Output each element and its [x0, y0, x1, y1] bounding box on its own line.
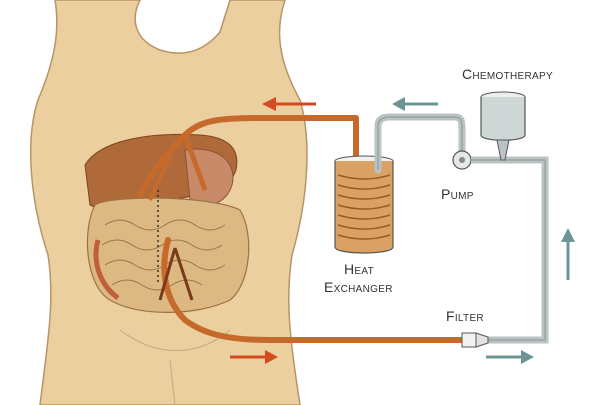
filter [461, 332, 489, 348]
flow-arrow-right-icon [486, 350, 534, 364]
flow-arrow-left-icon [262, 97, 316, 111]
catheter-branch [182, 134, 208, 191]
flow-arrow-left-icon [392, 97, 438, 111]
intestines [86, 197, 250, 313]
chemotherapy-label: Chemotherapy [462, 66, 553, 82]
catheter-inflow [161, 237, 465, 343]
flow-arrow-right-icon [230, 350, 278, 364]
grey-tube-pump-right-outline [471, 159, 546, 341]
leg-crease [169, 359, 176, 405]
catheter-branch-2 [148, 144, 177, 201]
pump [452, 150, 472, 170]
filter-label: Filter [446, 308, 484, 324]
heat-label: Heat [344, 261, 375, 277]
catheter-v-2 [173, 247, 194, 301]
catheter-outflow [137, 115, 359, 198]
pump-label: Pump [441, 186, 474, 202]
flow-arrow-up-icon [561, 228, 575, 280]
catheter-v-1 [158, 247, 177, 301]
exchanger-label: Exchanger [324, 279, 393, 295]
heat-exchanger [334, 155, 394, 254]
chemotherapy-reservoir [480, 91, 526, 161]
grey-tube-exchanger-pump-outline [377, 116, 463, 170]
